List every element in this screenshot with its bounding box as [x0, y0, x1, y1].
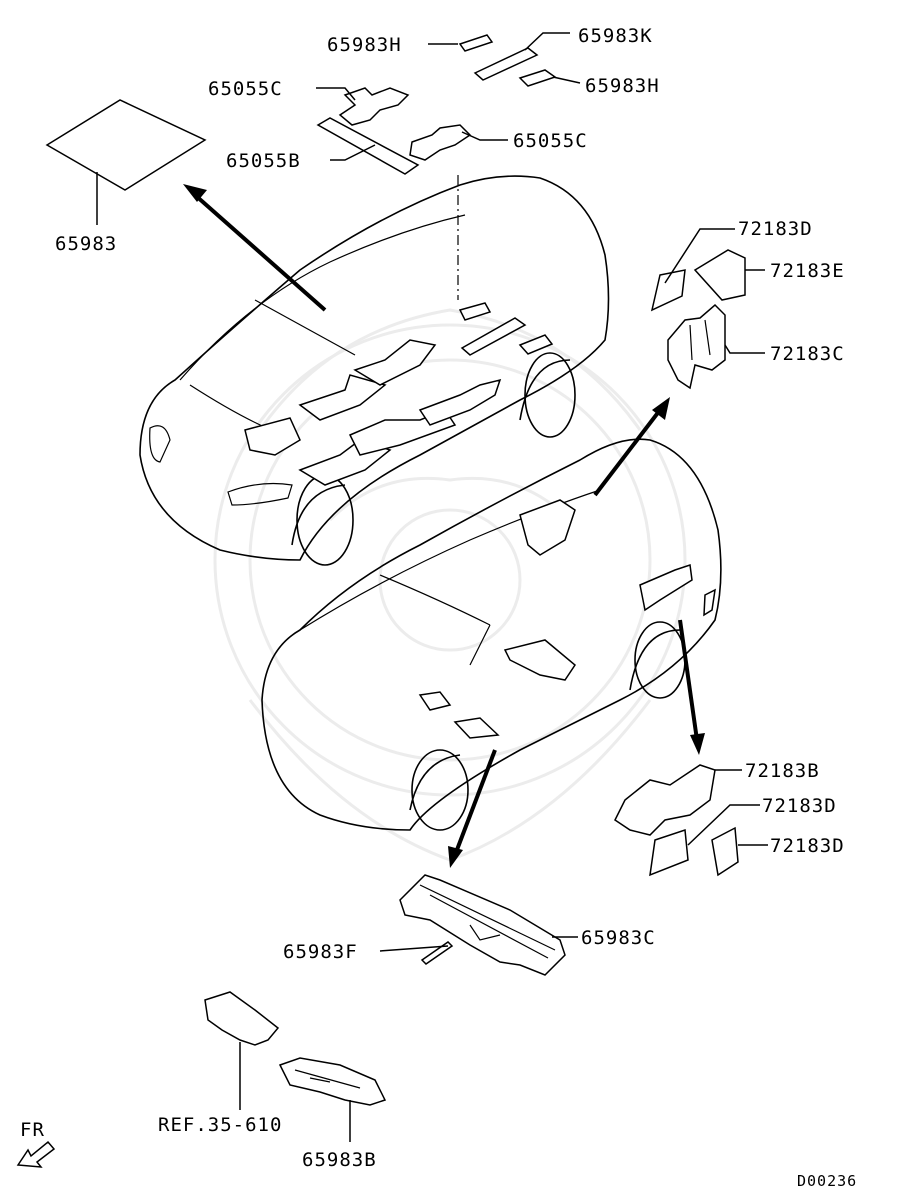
part-65983B [278, 1057, 387, 1106]
part-72183D-low [711, 826, 739, 877]
callout-65983K: 65983K [578, 25, 653, 47]
callout-65983H-top: 65983H [327, 34, 402, 56]
part-72183C [667, 303, 726, 390]
pointer-arrows [183, 184, 705, 868]
callout-72183C: 72183C [770, 343, 845, 365]
callout-labels: 65983H 65983K 65983H 65055C 65055C 65055… [55, 25, 845, 1171]
callout-65983B: 65983B [302, 1149, 377, 1171]
part-65983H-right [518, 69, 557, 87]
callout-65983F: 65983F [283, 941, 358, 963]
part-65983-mat [45, 99, 207, 191]
callout-65055C-top: 65055C [208, 78, 283, 100]
watermark-emblem [213, 308, 687, 862]
callout-65983C: 65983C [581, 927, 656, 949]
callout-65055B: 65055B [226, 150, 301, 172]
callout-65983: 65983 [55, 233, 117, 255]
part-65055C-top [338, 87, 410, 126]
part-65983K [473, 47, 539, 81]
direction-label: FR [20, 1119, 45, 1141]
callout-72183B: 72183B [745, 760, 820, 782]
leader-lines [239, 32, 768, 1142]
part-65983C [399, 874, 566, 976]
callout-72183D-mid: 72183D [762, 795, 837, 817]
part-72183B [614, 764, 716, 836]
part-65055B-strip [316, 117, 420, 175]
front-direction-indicator: FR [16, 1119, 56, 1168]
vehicle-bottom-outline [261, 438, 722, 831]
part-ref-35-610 [204, 991, 280, 1046]
part-65055C-right [409, 124, 472, 161]
front-arrow-icon [16, 1140, 56, 1168]
vehicle-top-outline [139, 175, 610, 566]
callout-65055C-right: 65055C [513, 130, 588, 152]
callout-ref-35-610: REF.35-610 [158, 1114, 282, 1136]
callout-72183D-low: 72183D [770, 835, 845, 857]
callout-72183D-top: 72183D [738, 218, 813, 240]
part-65983F-clip [420, 941, 454, 965]
part-72183E [693, 249, 746, 301]
part-72183D-mid [649, 828, 689, 877]
part-65983H-top [458, 34, 494, 52]
callout-65983H-right: 65983H [585, 75, 660, 97]
part-72183D-top [650, 269, 686, 312]
diagram-code: D00236 [797, 1172, 857, 1187]
callout-72183E: 72183E [770, 260, 845, 282]
